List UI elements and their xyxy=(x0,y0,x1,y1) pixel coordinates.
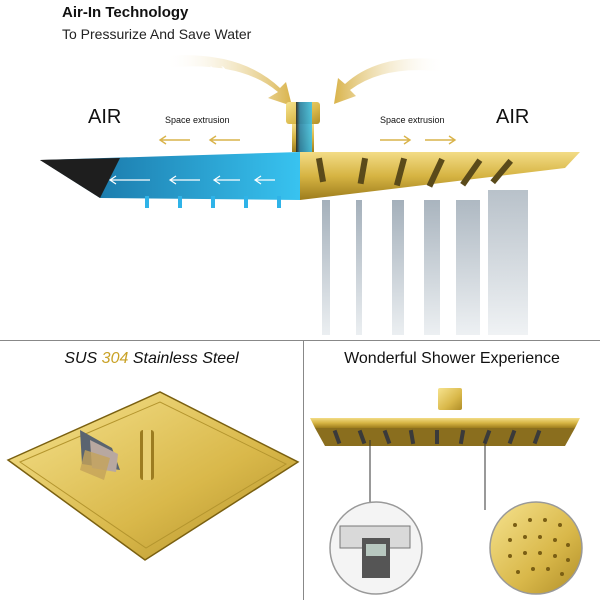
feature-subtitle: To Pressurize And Save Water xyxy=(62,26,252,42)
svg-text:➔ ➔ ➔: ➔ ➔ ➔ xyxy=(195,64,226,75)
feature-title: Air-In Technology xyxy=(62,4,189,21)
water-streams xyxy=(322,190,528,335)
shower-arm-connector xyxy=(286,102,320,152)
experience-caption: Wonderful Shower Experience xyxy=(344,350,560,367)
air-label-right: AIR xyxy=(496,106,530,128)
space-extrusion-label-right: Space extrusion xyxy=(380,115,445,125)
space-extrusion-label-left: Space extrusion xyxy=(165,115,230,125)
material-caption-post: Stainless Steel xyxy=(128,350,239,367)
material-caption-pre: SUS xyxy=(64,350,102,367)
air-inflow-arrow-right-icon xyxy=(334,58,445,104)
air-label-left: AIR xyxy=(88,106,122,128)
zoom-nozzle-circle xyxy=(489,501,583,595)
square-shower-head-plate xyxy=(6,391,300,561)
shower-head-experience xyxy=(310,388,583,595)
horizontal-divider xyxy=(0,340,600,341)
material-caption-number: 304 xyxy=(101,350,129,367)
material-caption: SUS 304 Stainless Steel xyxy=(0,350,303,368)
shower-head-cross-section xyxy=(40,135,580,208)
vertical-divider xyxy=(303,340,304,600)
air-inflow-arrow-left-icon: ➔ ➔ ➔ xyxy=(165,55,292,106)
